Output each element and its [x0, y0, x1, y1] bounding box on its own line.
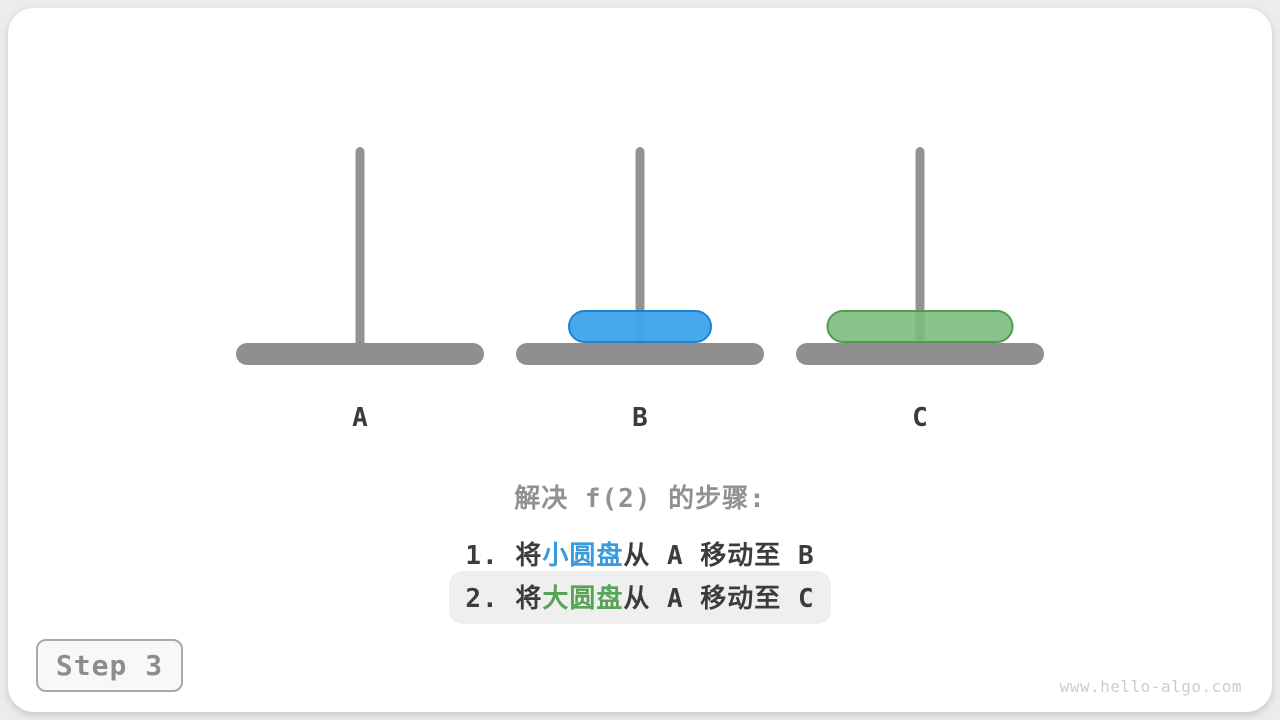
peg-a: A — [236, 147, 484, 437]
step-2-prefix: 2. 将 — [465, 584, 543, 614]
step-1-disk-word: 小圆盘 — [542, 541, 624, 571]
peg-b-base — [516, 343, 764, 365]
step-line-2: 2. 将大圆盘从 A 移动至 C — [8, 571, 1272, 624]
step-line-1: 1. 将小圆盘从 A 移动至 B — [8, 535, 1272, 572]
peg-c-pole — [915, 147, 925, 354]
step-2-suffix: 从 A 移动至 C — [623, 584, 815, 614]
step-2-highlight-box: 2. 将大圆盘从 A 移动至 C — [449, 571, 831, 624]
site-watermark: www.hello-algo.com — [1059, 677, 1242, 696]
small-disk — [568, 310, 712, 343]
step-1-suffix: 从 A 移动至 B — [623, 541, 815, 571]
peg-b: B — [516, 147, 764, 437]
step-badge: Step 3 — [36, 639, 183, 692]
peg-a-base — [236, 343, 484, 365]
caption-title: 解决 f(2) 的步骤: — [514, 484, 766, 514]
peg-a-pole — [355, 147, 365, 354]
peg-b-label: B — [632, 403, 648, 433]
figure-card: A B C 解决 f(2) 的步骤: 1. 将小圆盘从 A 移动至 B 2. 将… — [8, 8, 1272, 712]
peg-c-base — [796, 343, 1044, 365]
step-2-disk-word: 大圆盘 — [542, 584, 624, 614]
peg-a-label: A — [352, 403, 368, 433]
peg-c: C — [796, 147, 1044, 437]
step-1-prefix: 1. 将 — [465, 541, 543, 571]
step-badge-label: Step 3 — [55, 649, 164, 682]
large-disk — [826, 310, 1014, 343]
peg-b-pole — [635, 147, 645, 354]
peg-c-label: C — [912, 403, 928, 433]
